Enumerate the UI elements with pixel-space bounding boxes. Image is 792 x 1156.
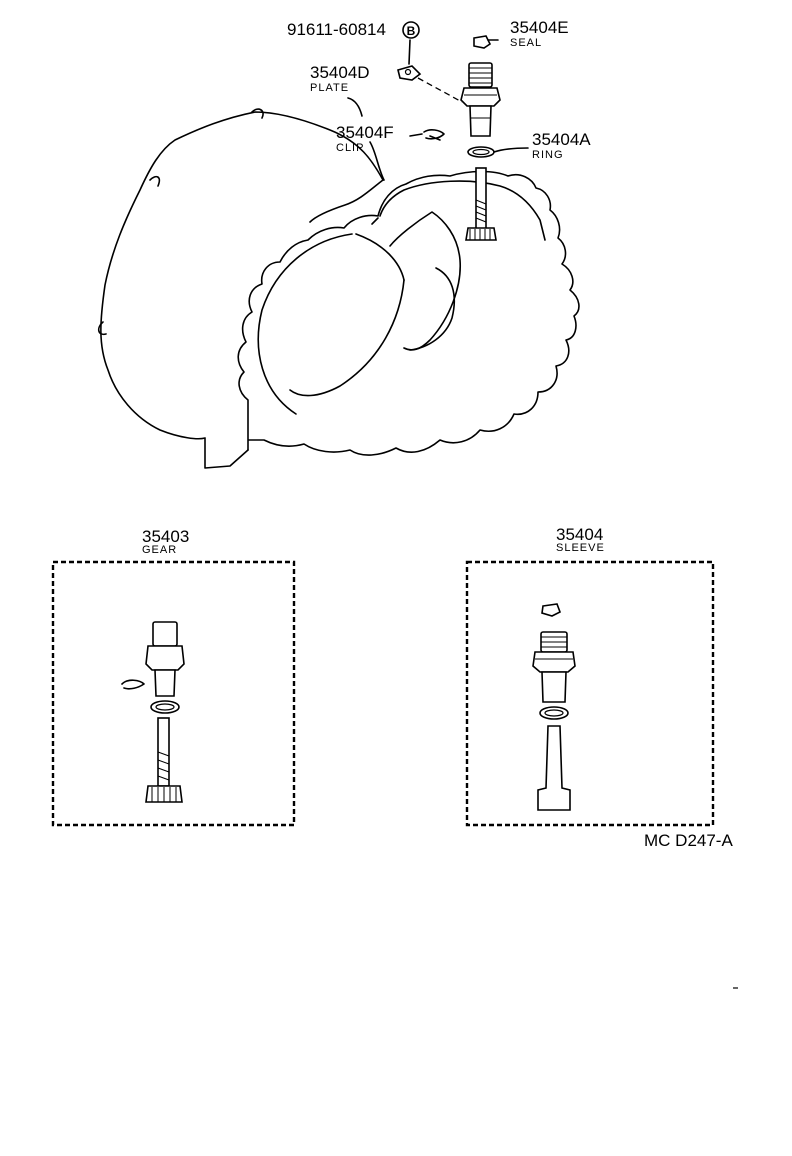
speedometer-sleeve-assembly xyxy=(460,62,501,137)
ring-part-name: RING xyxy=(532,149,564,161)
clip-part-name: CLIP xyxy=(336,142,364,154)
bolt-symbol: B xyxy=(407,24,416,38)
ring-part-number: 35404A xyxy=(532,130,591,149)
bolt-part-number: 91611-60814 xyxy=(287,20,386,39)
bolt-symbol-icon: B xyxy=(402,21,420,39)
driven-gear-part xyxy=(465,167,497,241)
sleeve-kit-name: SLEEVE xyxy=(556,542,605,554)
seal-part-name: SEAL xyxy=(510,37,542,49)
seal-part-number: 35404E xyxy=(510,18,569,37)
clip-part xyxy=(423,129,445,141)
sleeve-kit-part-number: 35404 xyxy=(556,525,603,544)
gear-kit-box: 35403 GEAR xyxy=(51,527,296,827)
plate-part-name: PLATE xyxy=(310,82,349,94)
plate-part-number: 35404D xyxy=(310,63,370,82)
seal-part xyxy=(473,35,492,49)
ring-part xyxy=(467,146,495,158)
drawing-code: MC D247-A xyxy=(644,831,733,850)
gear-kit-name: GEAR xyxy=(142,544,177,556)
gear-kit-part-number: 35403 xyxy=(142,527,189,546)
transmission-housing xyxy=(97,108,580,469)
plate-part xyxy=(397,65,422,81)
clip-part-number: 35404F xyxy=(336,123,394,142)
sleeve-kit-box: 35404 SLEEVE xyxy=(465,525,715,827)
